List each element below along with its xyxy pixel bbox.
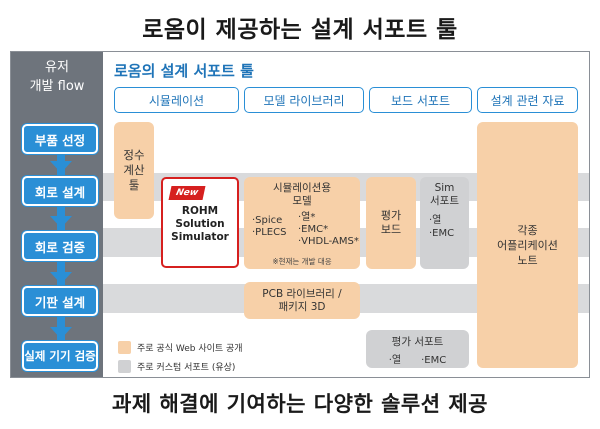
rohm-solution-simulator-box[interactable]: New ROHM Solution Simulator <box>161 177 239 268</box>
sim-model-items-right: ·열* ·EMC* ·VHDL-AMS* <box>298 212 359 247</box>
page-subtitle: 과제 해결에 기여하는 다양한 솔루션 제공 <box>112 392 488 416</box>
legend-label-public: 주로 공식 Web 사이트 공개 <box>137 344 243 354</box>
flow-arrow-3 <box>50 272 72 284</box>
new-badge: New <box>168 186 206 200</box>
sim-model-note: ※현재는 개발 대응 <box>272 257 332 266</box>
legend-label-custom: 주로 커스텀 서포트 (유상) <box>137 363 236 373</box>
step-circuit-verify: 회로 검증 <box>22 231 98 261</box>
sim-support-box: Sim 서포트 ·열 ·EMC <box>420 177 469 269</box>
legend-swatch-public <box>118 341 131 354</box>
simulation-model-box: 시뮬레이션용 모델 ·Spice ·PLECS ·열* ·EMC* ·VHDL-… <box>244 177 360 269</box>
step-device-verify: 실제 기기 검증 <box>22 341 98 371</box>
page-title: 로옴이 제공하는 설계 서포트 툴 <box>142 17 458 43</box>
sim-model-title: 시뮬레이션용 모델 <box>273 182 331 207</box>
sim-support-title: Sim 서포트 <box>430 182 459 207</box>
eval-support-title: 평가 서포트 <box>391 336 444 348</box>
user-flow-header: 유저 개발 flow <box>29 60 85 94</box>
eval-support-items: ·열 ·EMC <box>388 355 447 366</box>
tab-board-support[interactable]: 보드 서포트 <box>369 87 472 113</box>
tab-simulation[interactable]: 시뮬레이션 <box>114 87 239 113</box>
application-notes-box: 각종 어플리케이션 노트 <box>477 122 578 368</box>
evaluation-support-box: 평가 서포트 ·열 ·EMC <box>366 330 469 368</box>
step-circuit-design: 회로 설계 <box>22 176 98 206</box>
flow-arrow-1 <box>50 161 72 173</box>
flow-arrow-2 <box>50 216 72 228</box>
legend-swatch-custom <box>118 360 131 373</box>
step-part-selection: 부품 선정 <box>22 124 98 154</box>
sim-model-items-left: ·Spice ·PLECS <box>252 215 287 238</box>
pcb-library-box: PCB 라이브러리 / 패키지 3D <box>244 282 360 319</box>
section-title: 로옴의 설계 서포트 툴 <box>114 62 254 80</box>
flow-arrow-4 <box>50 327 72 339</box>
sim-support-items: ·열 ·EMC <box>429 215 455 239</box>
evaluation-board-box: 평가 보드 <box>366 177 416 269</box>
simulator-name: ROHM Solution Simulator <box>171 205 229 243</box>
tab-model-library[interactable]: 모델 라이브러리 <box>244 87 364 113</box>
step-board-design: 기판 설계 <box>22 286 98 316</box>
tab-design-materials[interactable]: 설계 관련 자료 <box>477 87 578 113</box>
constant-calc-tool-box: 정수 계산 툴 <box>114 122 154 219</box>
